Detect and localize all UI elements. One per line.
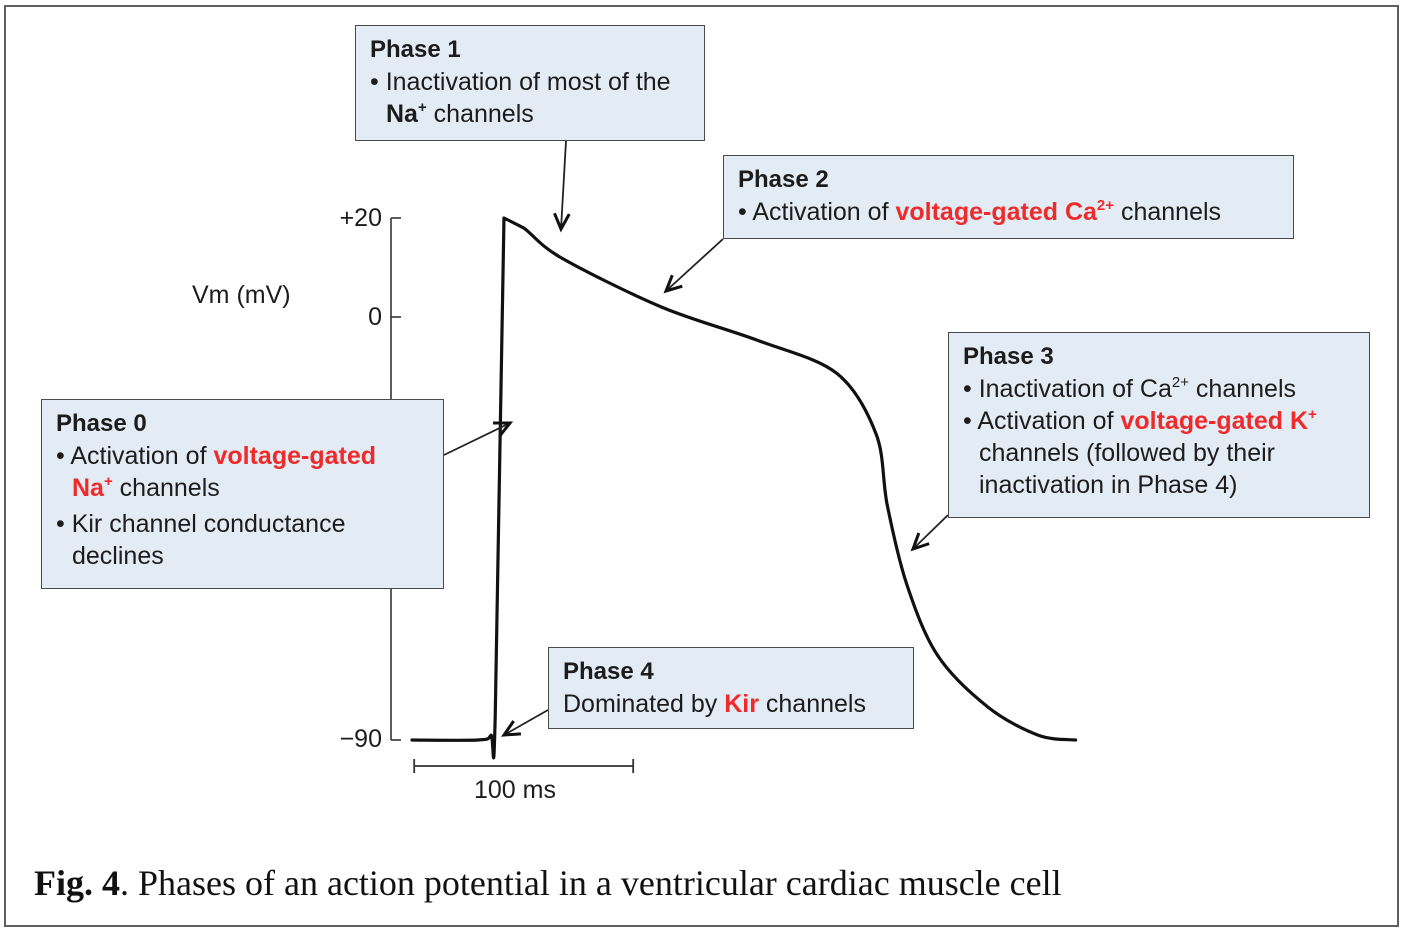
charge: +	[103, 473, 113, 490]
text: Kir channel conductance declines	[71, 510, 346, 570]
text: channels (followed by their inactivation…	[979, 439, 1275, 499]
charge: +	[1308, 406, 1317, 423]
arrowhead-icon	[663, 274, 683, 294]
phase-4-arrow	[501, 709, 549, 737]
text: channels	[1114, 198, 1222, 226]
phase-1-arrow	[553, 140, 571, 233]
phase-0-arrow	[443, 421, 514, 456]
phase-4-box: Phase 4 Dominated by Kir channels	[548, 647, 914, 729]
phase-3-bullet: • Activation of voltage-gated K+ channel…	[963, 406, 1317, 499]
phase-1-bullet: • Inactivation of most of the Na+ channe…	[370, 68, 671, 128]
text: Activation of	[977, 407, 1121, 435]
y-axis-label: Vm (mV)	[192, 281, 291, 309]
arrowhead-icon	[501, 720, 522, 737]
text: Activation of	[70, 442, 214, 470]
phase-4-title: Phase 4	[563, 658, 654, 685]
phase-1-box: Phase 1 • Inactivation of most of the Na…	[355, 25, 705, 141]
text: Inactivation of Ca	[978, 375, 1172, 403]
phase-3-bullet: • Inactivation of Ca2+ channels	[963, 374, 1297, 403]
action-potential-trace	[410, 216, 1078, 760]
text: Dominated by	[563, 690, 725, 718]
text: channels	[758, 690, 866, 718]
highlight: Kir	[724, 690, 759, 718]
figure-label: Fig. 4	[34, 863, 120, 903]
text: Activation of	[752, 198, 896, 226]
highlight: voltage-gated	[213, 442, 376, 470]
phase-2-title: Phase 2	[738, 166, 829, 193]
phase-2-bullet: • Activation of voltage-gated Ca2+ chann…	[738, 197, 1222, 226]
phase-2-arrow	[663, 238, 724, 294]
phase-3-arrow	[910, 514, 949, 552]
text: channels	[1188, 375, 1297, 403]
highlight: voltage-gated Ca	[895, 198, 1097, 226]
arrowhead-icon	[910, 532, 930, 552]
phase-0-bullet: • Kir channel conductance declines	[56, 510, 346, 570]
phase-3-title: Phase 3	[963, 343, 1054, 370]
text: channels	[426, 100, 534, 128]
phase-1-title: Phase 1	[370, 36, 461, 63]
phase-4-text: Dominated by Kir channels	[563, 690, 866, 718]
caption-text: . Phases of an action potential in a ven…	[120, 863, 1062, 903]
phase-2-box: Phase 2 • Activation of voltage-gated Ca…	[723, 155, 1294, 239]
phase-3-box: Phase 3 • Inactivation of Ca2+ channels …	[948, 332, 1370, 518]
time-scale-bar	[413, 759, 635, 773]
text: channels	[112, 474, 220, 502]
sodium-ion: Na	[72, 474, 104, 502]
y-tick-label: −90	[339, 725, 382, 753]
figure-caption: Fig. 4. Phases of an action potential in…	[34, 862, 1062, 904]
sodium-ion: Na	[386, 100, 418, 128]
phase-0-title: Phase 0	[56, 410, 147, 437]
arrowhead-icon	[553, 212, 571, 233]
text: Inactivation of most of the	[385, 68, 671, 96]
arrowhead-icon	[492, 421, 514, 438]
y-tick-label: +20	[339, 204, 382, 232]
phase-arrows	[443, 140, 949, 737]
y-tick-label: 0	[368, 303, 382, 331]
charge: 2+	[1096, 197, 1115, 214]
charge: +	[417, 99, 427, 116]
charge: 2+	[1171, 374, 1189, 391]
scale-bar-label: 100 ms	[474, 776, 556, 804]
highlight: voltage-gated K	[1120, 407, 1308, 435]
